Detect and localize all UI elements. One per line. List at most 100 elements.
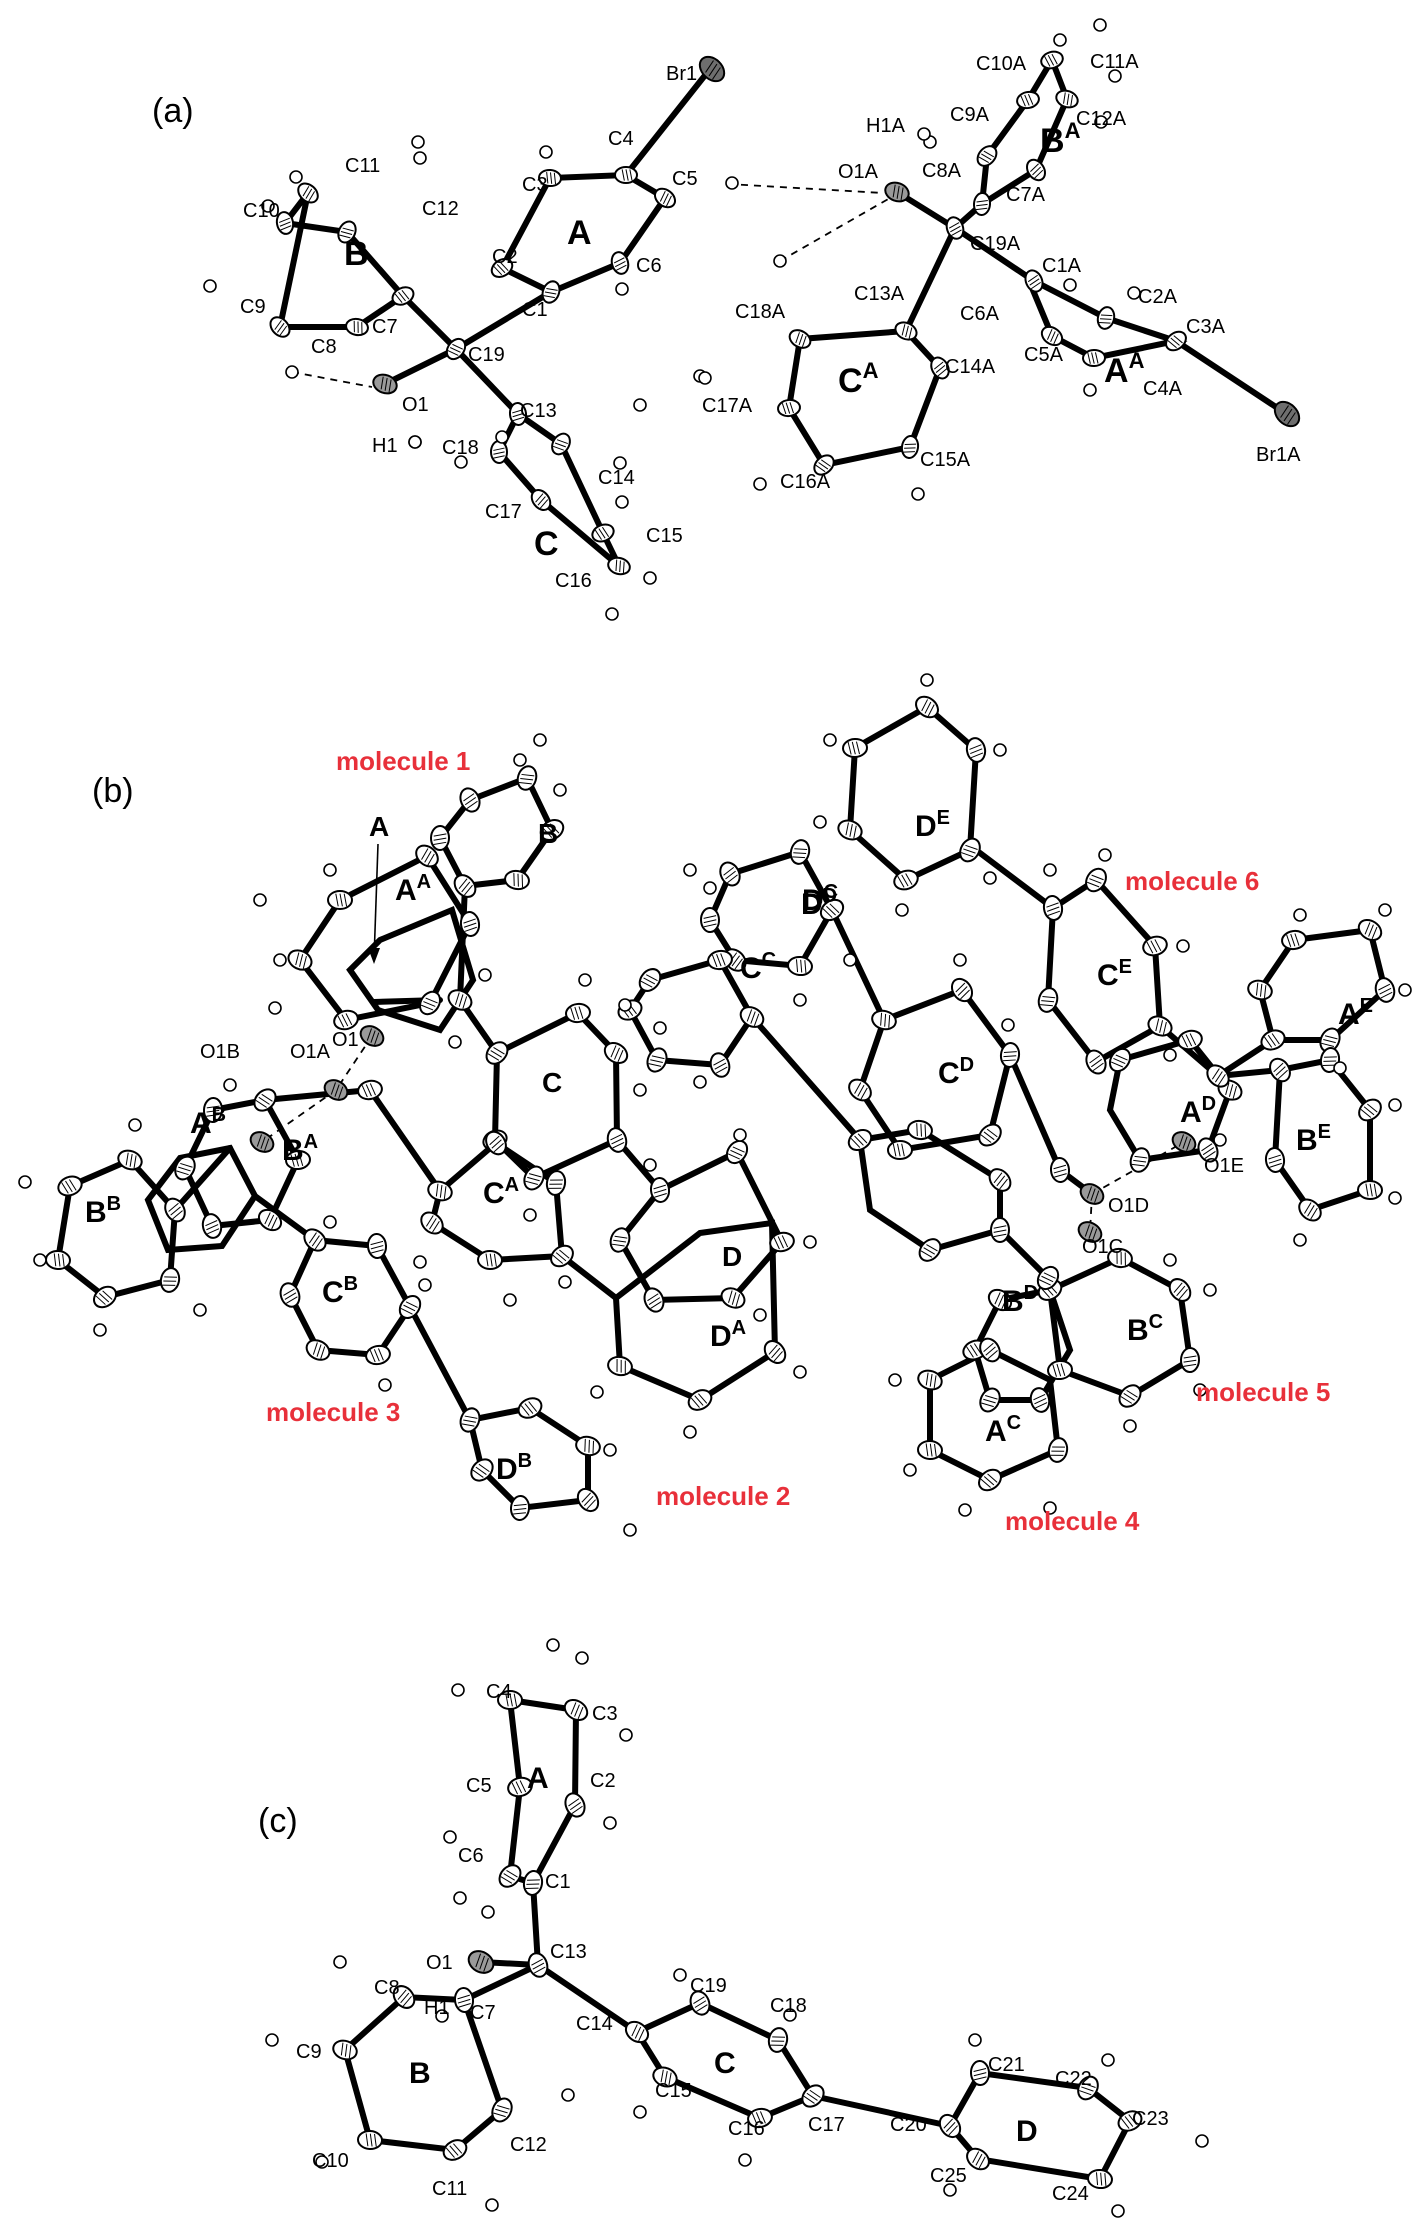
oxygen-atom: [249, 1131, 275, 1153]
carbon-atom: [392, 1985, 416, 2009]
carbon-atom: [477, 1249, 503, 1271]
atom-label: C17: [808, 2114, 845, 2136]
hydrogen-atom: [411, 135, 425, 149]
atom-label: C17A: [702, 395, 753, 417]
hydrogen-atom: [93, 1323, 107, 1337]
hydrogen-atom: [773, 254, 787, 268]
ring-base: A: [1180, 1096, 1202, 1129]
ring-label-bc: BC: [1127, 1311, 1163, 1347]
atom-label: C15A: [920, 449, 971, 471]
carbon-atom: [965, 737, 987, 763]
carbon-atom: [990, 1217, 1010, 1243]
ring-superscript: A: [1129, 348, 1145, 373]
carbon-atom: [966, 2147, 990, 2171]
carbon-atom: [887, 1139, 913, 1161]
carbon-atom: [164, 1197, 186, 1223]
carbon-atom: [1129, 1147, 1151, 1173]
ring-b-bonds: [276, 191, 408, 330]
atom-label: C22: [1055, 2068, 1092, 2090]
ring-label-cb: CB: [322, 1273, 358, 1309]
carbon-atom: [1037, 987, 1059, 1013]
atom-label: O1: [426, 1952, 453, 1974]
ring-label-b: B: [344, 235, 369, 273]
hydrogen-atom: [265, 2033, 279, 2047]
hydrogen-atom: [1176, 939, 1190, 953]
hydrogen-atom: [1293, 908, 1307, 922]
atom-label: C18A: [735, 301, 786, 323]
hydrogen-atom: [683, 863, 697, 877]
ring-superscript: E: [1360, 995, 1373, 1017]
atom-label: Br1A: [1256, 444, 1301, 466]
carbon-atom: [420, 1211, 444, 1235]
carbon-atom: [485, 1041, 509, 1065]
bond-c13-c1: [530, 1880, 541, 1968]
hydrogen-atom: [553, 783, 567, 797]
ring-cb-bonds: [286, 1236, 414, 1359]
hydrogen-atom: [793, 993, 807, 1007]
hydrogen-atom: [1378, 903, 1392, 917]
carbon-atom: [485, 1130, 507, 1156]
hbond-o1-o1a: [335, 1035, 373, 1091]
carbon-atom: [1085, 1049, 1107, 1075]
bond-c19a-ring-ca: [367, 1087, 443, 1194]
carbon-atom: [789, 839, 811, 865]
ring-label-ad: AD: [1180, 1093, 1216, 1129]
hydrogen-atom: [683, 1425, 697, 1439]
carbon-atom: [900, 435, 920, 459]
carbon-atom: [813, 454, 835, 476]
atom-label: O1B: [200, 1041, 240, 1063]
carbon-atom: [988, 1168, 1012, 1192]
carbon-atom: [1142, 935, 1168, 957]
ring-label-b: B: [538, 818, 558, 849]
hbond-c5h-o1a: [727, 183, 884, 194]
atom-label: C3A: [1186, 316, 1226, 338]
ring-label-be: BE: [1296, 1121, 1331, 1157]
carbon-atom: [551, 432, 571, 456]
atom-label: C7: [470, 2002, 496, 2024]
atom-label: O1: [332, 1029, 359, 1051]
carbon-atom: [788, 329, 812, 349]
hydrogen-atom: [1108, 69, 1122, 83]
ring-superscript: E: [1318, 1121, 1331, 1143]
carbon-atom: [972, 192, 992, 216]
ring-base: D: [801, 888, 823, 921]
hydrogen-atom: [1203, 1283, 1217, 1297]
carbon-atom: [938, 2113, 962, 2139]
hydrogen-atom: [783, 2008, 797, 2022]
carbon-atom: [720, 1287, 746, 1309]
carbon-atom: [202, 1097, 224, 1123]
carbon-atom: [979, 1337, 1001, 1363]
carbon-atom: [739, 1006, 765, 1028]
atom-label: O1C: [1082, 1236, 1123, 1258]
hydrogen-atom: [561, 2088, 575, 2102]
ring-superscript: C: [824, 881, 838, 903]
hydrogen-atom: [623, 1523, 637, 1537]
panel-a: (a): [152, 18, 1301, 621]
hydrogen-atom: [478, 968, 492, 982]
ring-base: B: [1040, 122, 1065, 160]
bond-c19a-ring-ba: [262, 1087, 373, 1103]
ring-superscript: B: [518, 1450, 532, 1472]
oxygen-atom: [359, 1025, 385, 1047]
hydrogen-atom: [1293, 1233, 1307, 1247]
ring-base: C: [740, 952, 762, 985]
ring-base: C: [483, 1177, 505, 1210]
hydrogen-atom: [193, 1303, 207, 1317]
hydrogen-atom: [558, 1275, 572, 1289]
carbon-atom: [719, 861, 741, 887]
carbon-atom: [1269, 1057, 1291, 1083]
carbon-atom: [509, 1495, 531, 1521]
atom-label: C25: [930, 2165, 967, 2187]
oxygen-atom: [467, 1950, 495, 1974]
ring-base: D: [915, 810, 937, 843]
atom-label: C4: [608, 128, 634, 150]
carbon-atom: [801, 2084, 825, 2108]
hydrogen-atom: [983, 871, 997, 885]
ring-base: A: [190, 1107, 212, 1140]
atom-label: H1: [424, 1997, 450, 2019]
hydrogen-atom: [454, 455, 468, 469]
hydrogen-atom: [733, 1128, 747, 1142]
carbon-atom: [976, 145, 998, 167]
molecule-label-4: molecule 4: [1005, 1506, 1140, 1536]
